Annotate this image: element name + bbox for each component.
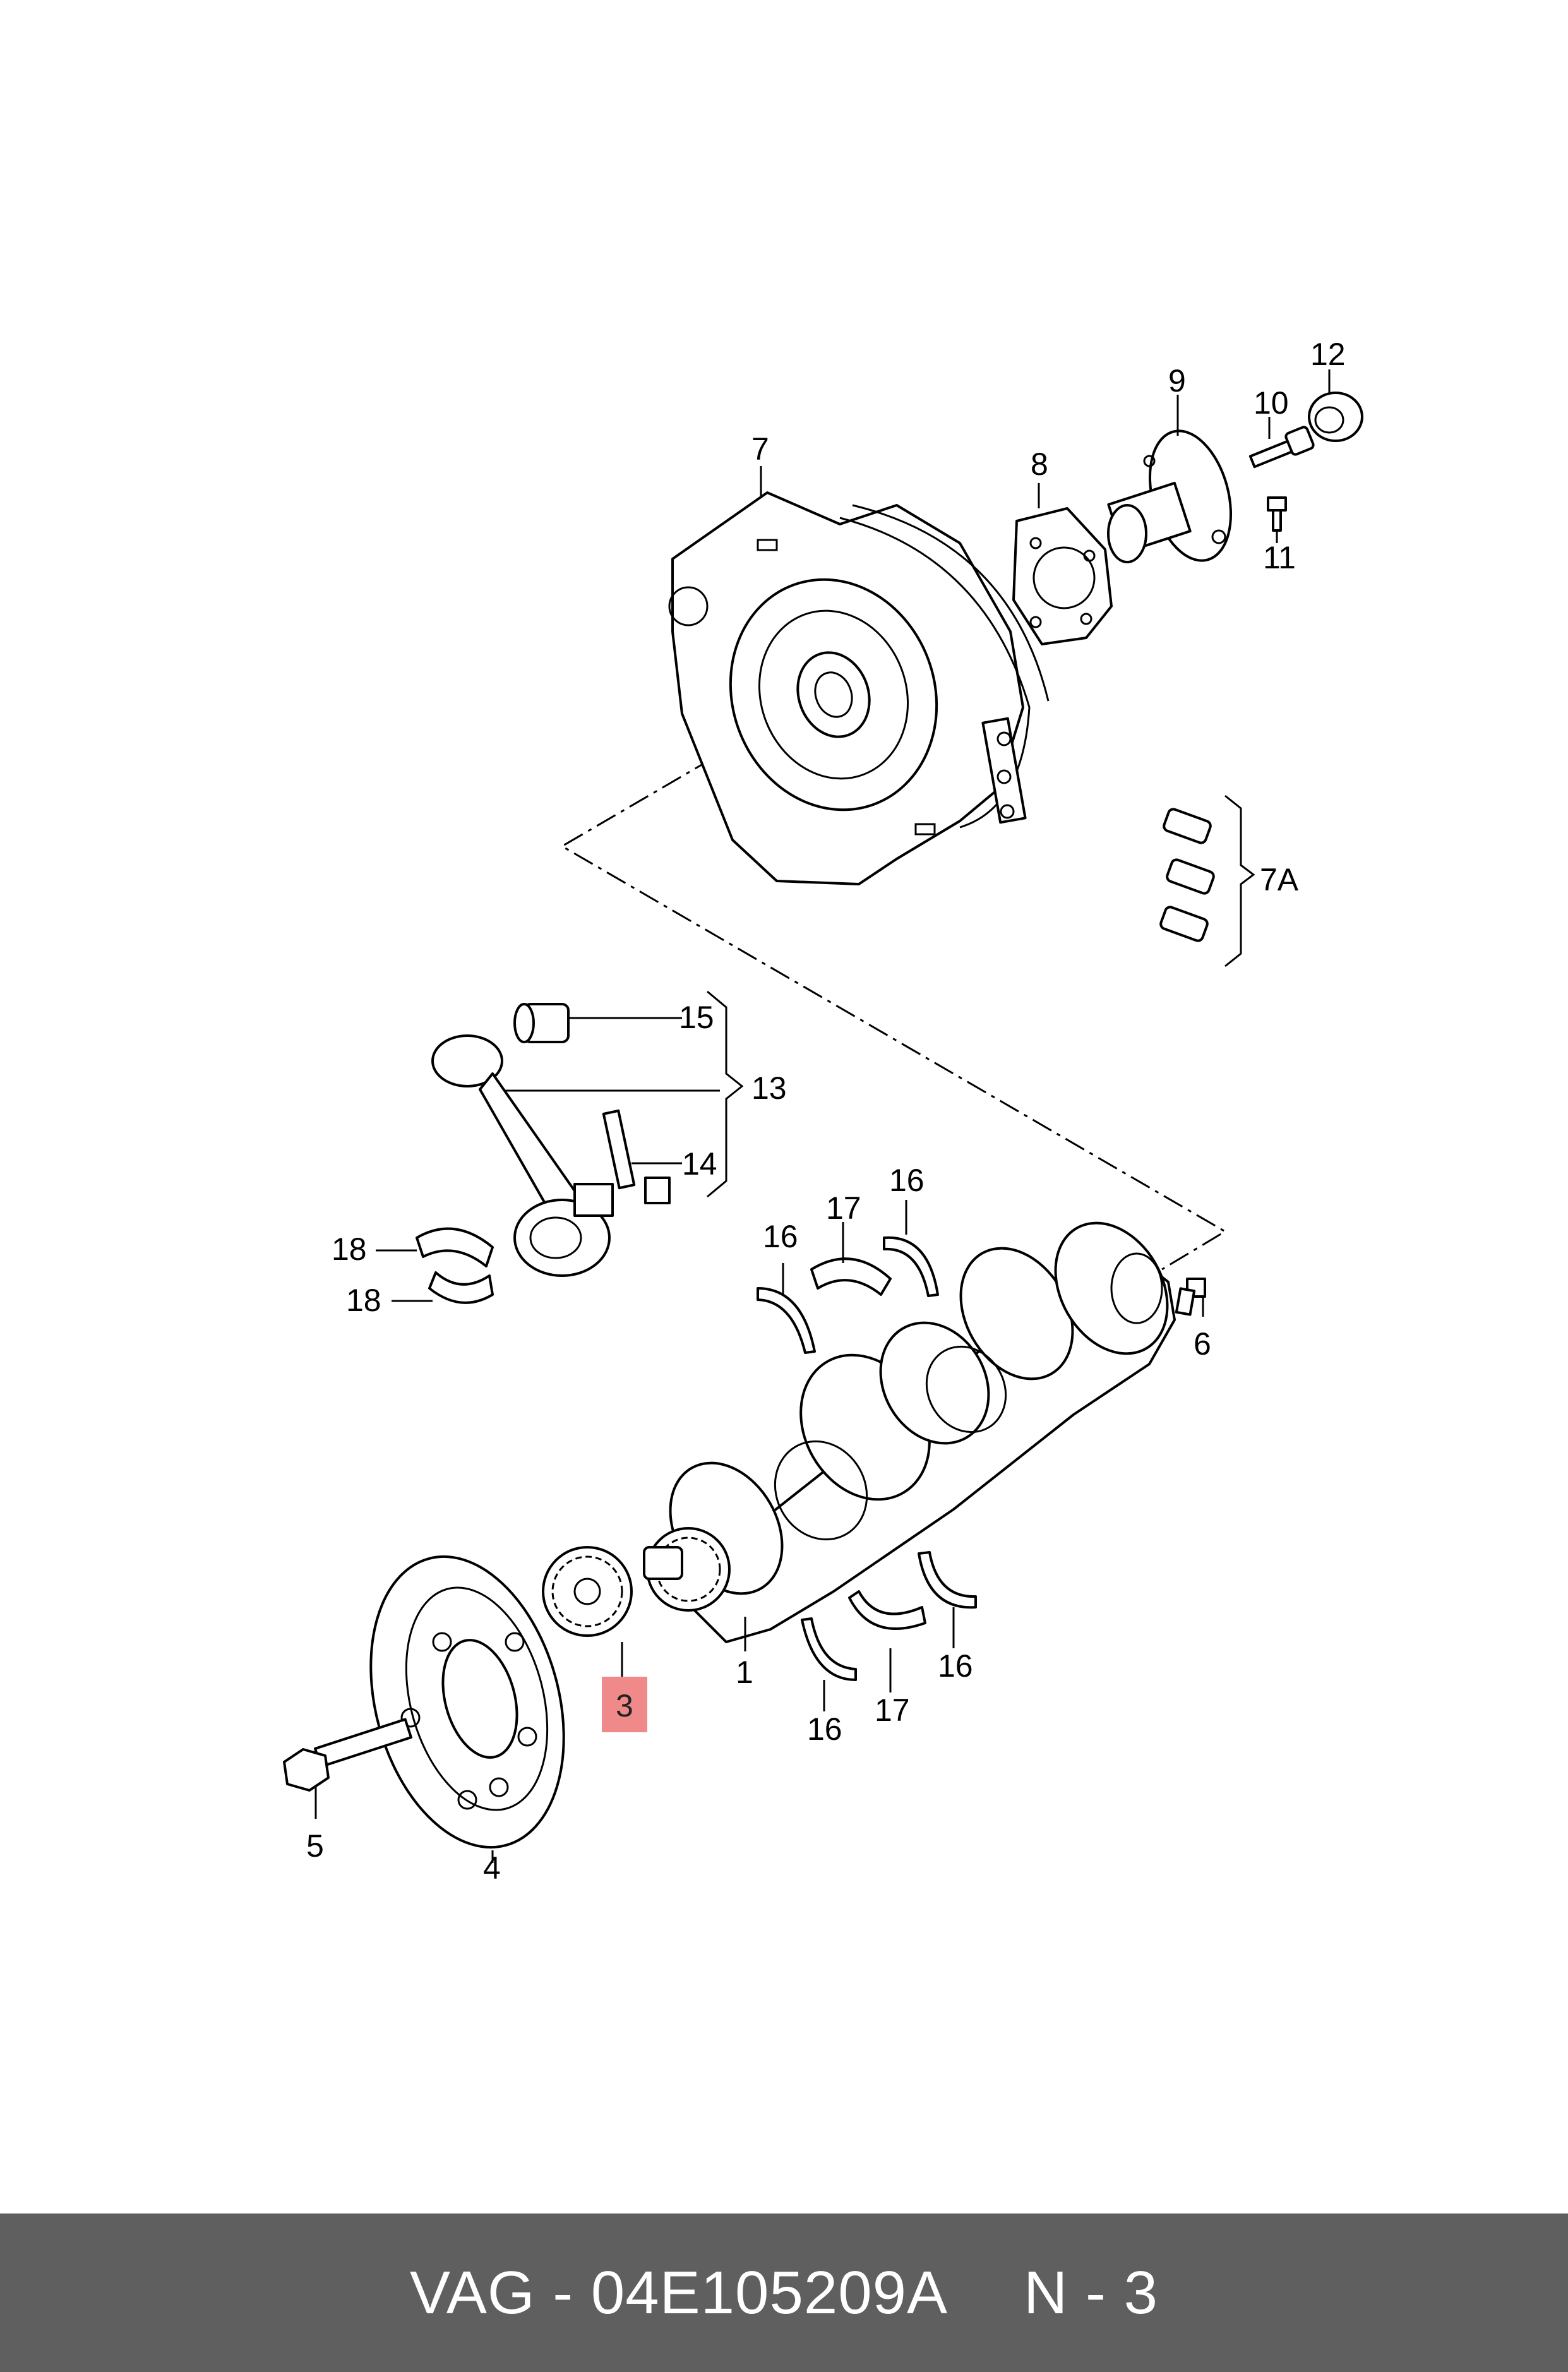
callout-7a: 7A bbox=[1260, 862, 1299, 897]
crankshaft-sprocket bbox=[542, 1546, 633, 1637]
exploded-parts-diagram: 7 8 9 10 11 12 7A 15 13 14 18 18 16 17 1… bbox=[283, 337, 1363, 1886]
callout-12: 12 bbox=[1310, 337, 1346, 372]
bolt-10 bbox=[1248, 426, 1315, 469]
callout-15: 15 bbox=[679, 1000, 714, 1035]
callout-3: 3 bbox=[616, 1688, 633, 1723]
callout-labels: 7 8 9 10 11 12 7A 15 13 14 18 18 16 17 1… bbox=[306, 337, 1346, 1886]
thrust-washer-upper-left bbox=[757, 1287, 816, 1354]
thrust-washer-lower-left bbox=[801, 1617, 857, 1681]
callout-1: 1 bbox=[736, 1655, 753, 1690]
thrust-washer-upper-right bbox=[883, 1236, 939, 1297]
callout-16-b: 16 bbox=[889, 1163, 925, 1198]
callout-16-a: 16 bbox=[763, 1219, 798, 1254]
callout-17-a: 17 bbox=[826, 1190, 861, 1226]
callout-16-c: 16 bbox=[938, 1648, 973, 1684]
callout-11: 11 bbox=[1263, 540, 1296, 575]
rod-bearing-shells bbox=[416, 1227, 494, 1304]
callout-8: 8 bbox=[1031, 446, 1048, 482]
leader-lines bbox=[314, 369, 1331, 1863]
bolt-11 bbox=[1267, 496, 1287, 532]
callout-3-highlight bbox=[602, 1677, 647, 1732]
footer-bar: VAG - 04E105209A N - 3 bbox=[0, 2213, 1568, 2372]
callout-17-b: 17 bbox=[875, 1692, 910, 1728]
callout-16-d: 16 bbox=[807, 1711, 842, 1747]
footer-caption: VAG - 04E105209A N - 3 bbox=[410, 2258, 1158, 2328]
connecting-rod bbox=[431, 1034, 614, 1277]
callout-18-lower: 18 bbox=[346, 1283, 381, 1318]
piston-pin bbox=[513, 1003, 570, 1043]
callout-14: 14 bbox=[682, 1146, 717, 1182]
spacer-plate bbox=[1012, 507, 1113, 645]
assembly-axis-line bbox=[560, 757, 1227, 1271]
callout-18-upper: 18 bbox=[332, 1231, 367, 1267]
thrust-washer-lower-right bbox=[918, 1551, 977, 1609]
vibration-damper bbox=[369, 1555, 565, 1849]
diagram-position: N - 3 bbox=[1024, 2258, 1159, 2327]
part-number: VAG - 04E105209A bbox=[409, 2258, 949, 2327]
hub-flange bbox=[1107, 429, 1233, 563]
callout-4: 4 bbox=[483, 1850, 501, 1886]
main-bearing-shell-upper bbox=[810, 1257, 892, 1296]
callout-9: 9 bbox=[1168, 363, 1186, 398]
central-bolt bbox=[283, 1718, 412, 1792]
bolt-set-7a bbox=[1159, 794, 1255, 967]
crankshaft bbox=[643, 1221, 1176, 1643]
bolt-6 bbox=[1175, 1278, 1206, 1316]
rod-bolt bbox=[602, 1109, 671, 1204]
main-bearing-shell-lower bbox=[848, 1590, 926, 1630]
bushing-12 bbox=[1308, 392, 1363, 442]
callout-10: 10 bbox=[1254, 385, 1289, 421]
callout-13: 13 bbox=[751, 1070, 787, 1106]
callout-6: 6 bbox=[1194, 1326, 1211, 1362]
callout-7: 7 bbox=[751, 431, 769, 467]
flywheel-assembly bbox=[668, 491, 1050, 885]
callout-5: 5 bbox=[306, 1828, 324, 1864]
